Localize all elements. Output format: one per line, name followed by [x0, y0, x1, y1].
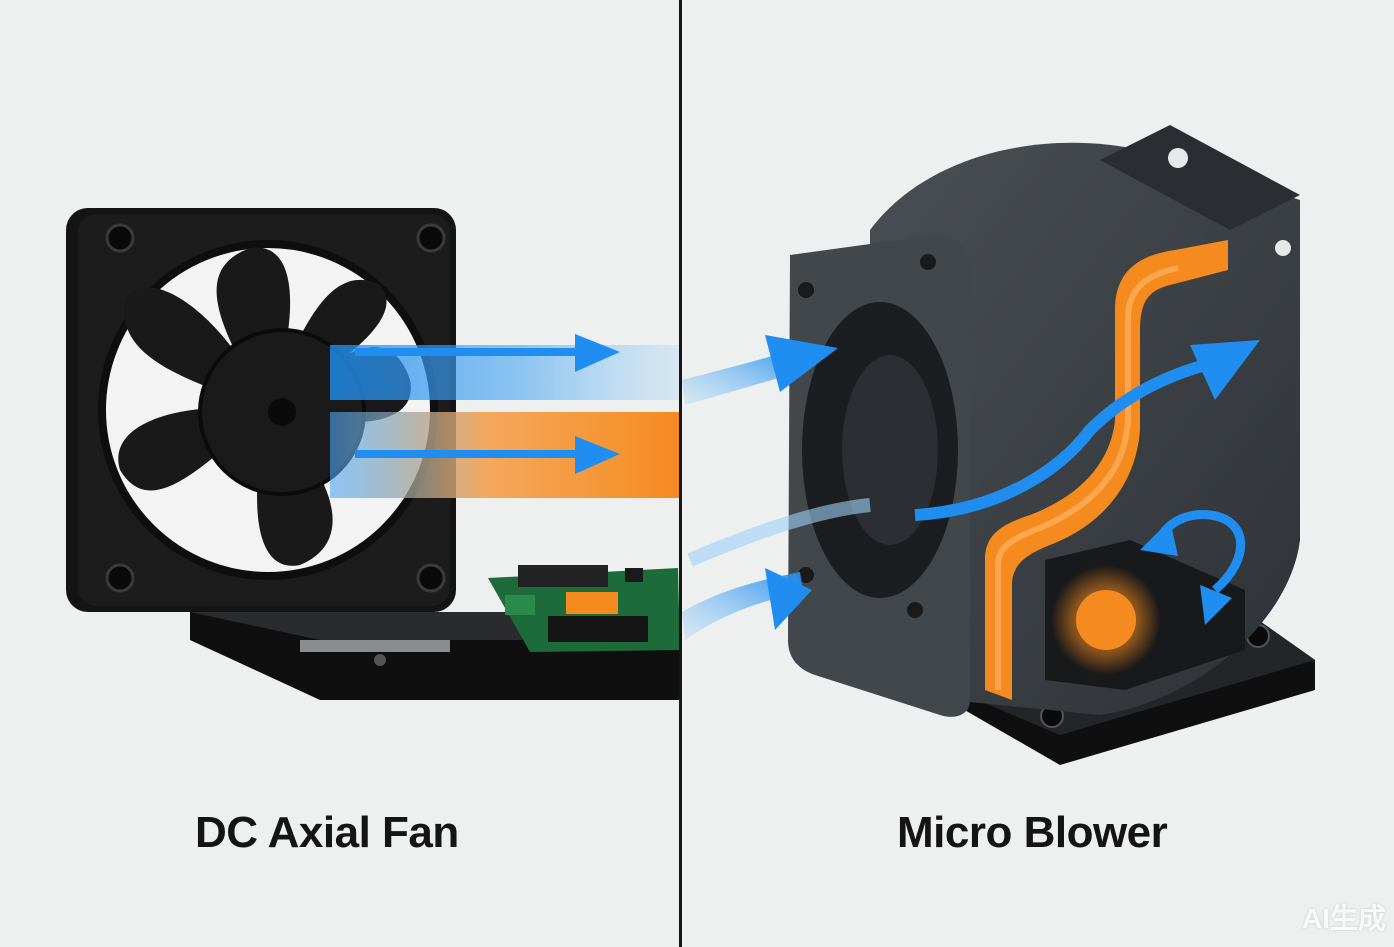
panel-divider: [679, 0, 682, 947]
watermark: AI生成: [1301, 903, 1386, 934]
airflow-arrow-icon: [355, 436, 620, 474]
blower-airflow: [682, 335, 1260, 640]
airflow-arrow-icon: [765, 568, 812, 630]
right-title: Micro Blower: [897, 808, 1168, 857]
airflow-arrow-icon: [1140, 520, 1232, 625]
pcb-board: [488, 565, 680, 652]
airflow-arrow-icon: [355, 334, 620, 372]
centrifugal-blower-icon: [788, 125, 1315, 765]
axial-airflow: [330, 334, 680, 498]
heat-source: [1045, 540, 1245, 690]
airflow-arrow-icon: [765, 335, 838, 392]
airflow-arrow-icon: [1190, 340, 1260, 400]
left-title: DC Axial Fan: [195, 808, 459, 857]
heat-pipe: [985, 240, 1228, 700]
